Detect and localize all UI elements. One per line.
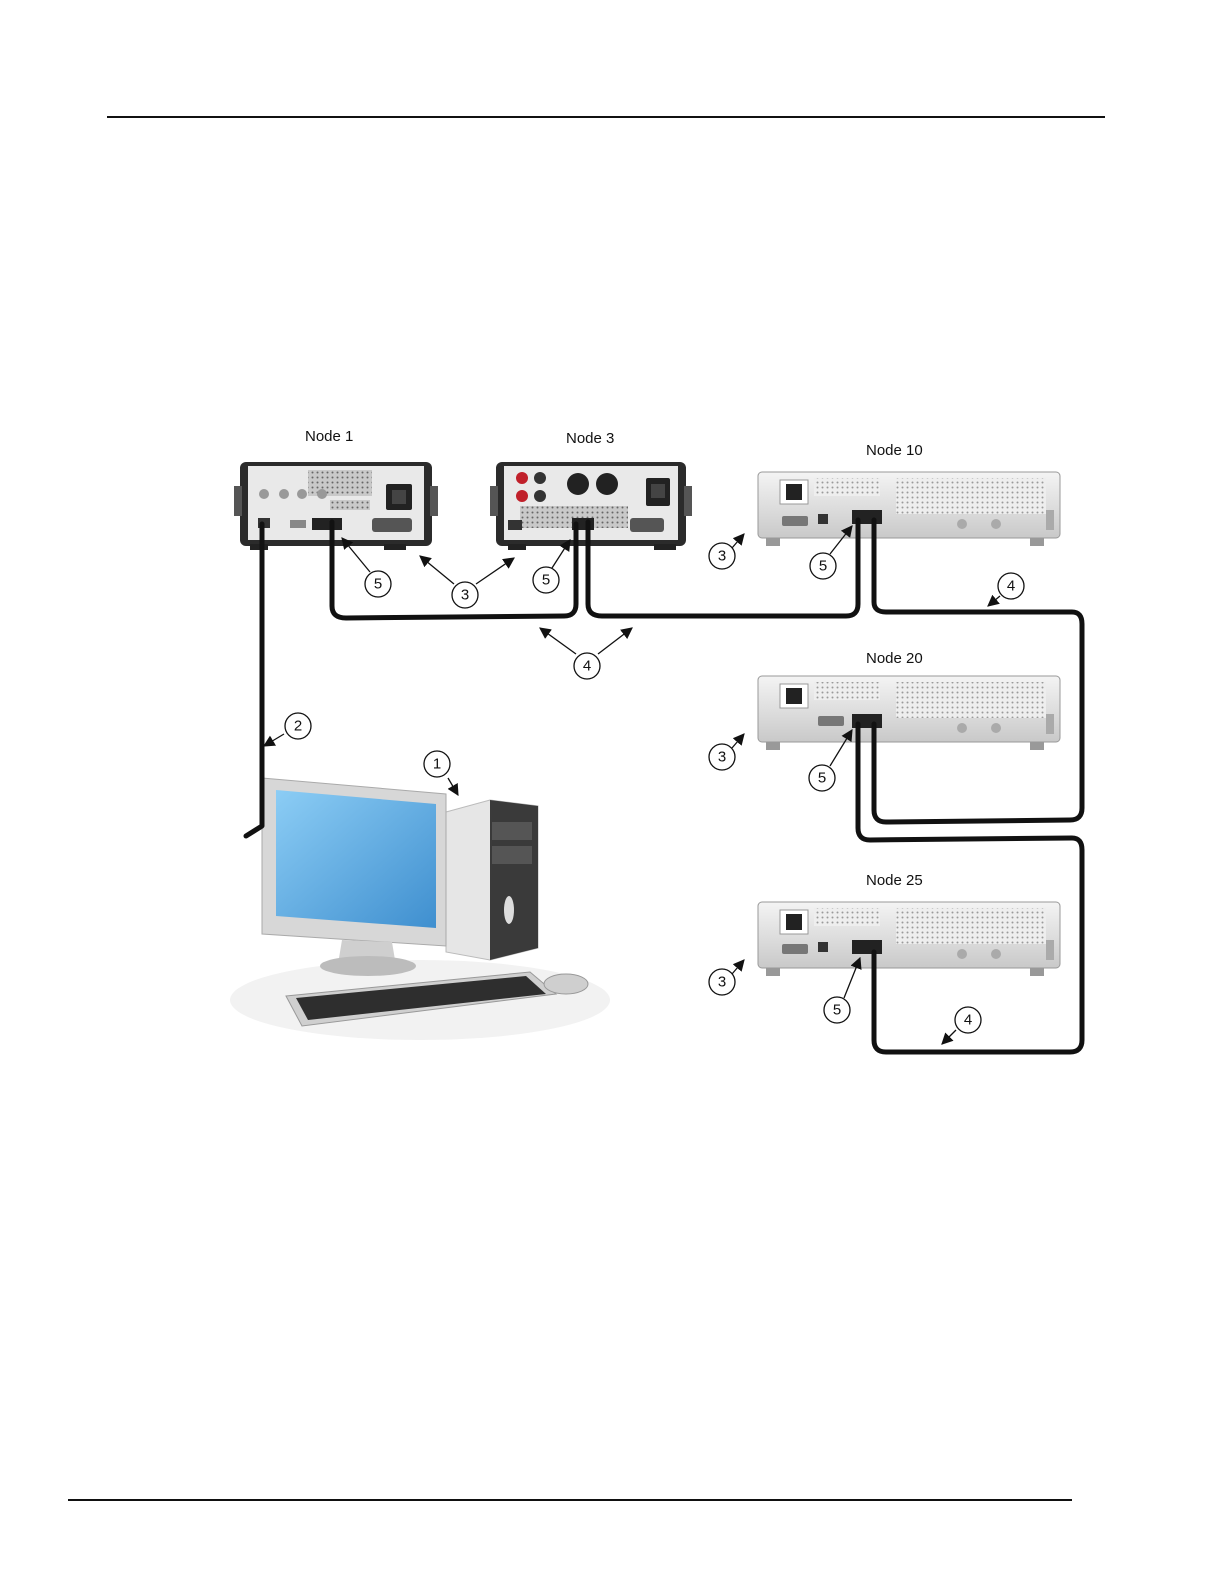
- instrument-node-20: [758, 676, 1060, 750]
- svg-text:5: 5: [374, 576, 382, 593]
- callout-1: 1: [424, 751, 450, 777]
- callout-4: 4: [955, 1007, 981, 1033]
- instrument-node-25: [758, 902, 1060, 976]
- callout-4: 4: [574, 653, 600, 679]
- svg-text:3: 3: [461, 587, 469, 604]
- callout-3: 3: [452, 582, 478, 608]
- svg-text:5: 5: [833, 1002, 841, 1019]
- callout-5: 5: [810, 553, 836, 579]
- callout-3: 3: [709, 969, 735, 995]
- node-20-label: Node 20: [866, 650, 923, 667]
- instrument-node-3: [490, 462, 692, 550]
- callout-3: 3: [709, 543, 735, 569]
- callout-5: 5: [824, 997, 850, 1023]
- svg-text:2: 2: [294, 718, 302, 735]
- instrument-node-1: [234, 462, 438, 550]
- computer-illustration: [230, 778, 610, 1040]
- svg-text:3: 3: [718, 749, 726, 766]
- callout-5: 5: [809, 765, 835, 791]
- svg-text:1: 1: [433, 756, 441, 773]
- node-10-label: Node 10: [866, 442, 923, 459]
- callout-4: 4: [998, 573, 1024, 599]
- svg-text:4: 4: [583, 658, 591, 675]
- usb-cable: [246, 524, 262, 836]
- svg-text:4: 4: [1007, 578, 1015, 595]
- tsp-link-cable-node10-node20: [874, 520, 1082, 822]
- callout-2: 2: [285, 713, 311, 739]
- node-1-label: Node 1: [305, 428, 353, 445]
- svg-text:3: 3: [718, 974, 726, 991]
- callout-5: 5: [365, 571, 391, 597]
- instrument-node-10: [758, 472, 1060, 546]
- svg-text:5: 5: [818, 770, 826, 787]
- callout-3: 3: [709, 744, 735, 770]
- node-3-label: Node 3: [566, 430, 614, 447]
- svg-text:5: 5: [542, 572, 550, 589]
- svg-text:4: 4: [964, 1012, 972, 1029]
- callout-5: 5: [533, 567, 559, 593]
- svg-text:3: 3: [718, 548, 726, 565]
- svg-text:5: 5: [819, 558, 827, 575]
- node-25-label: Node 25: [866, 872, 923, 889]
